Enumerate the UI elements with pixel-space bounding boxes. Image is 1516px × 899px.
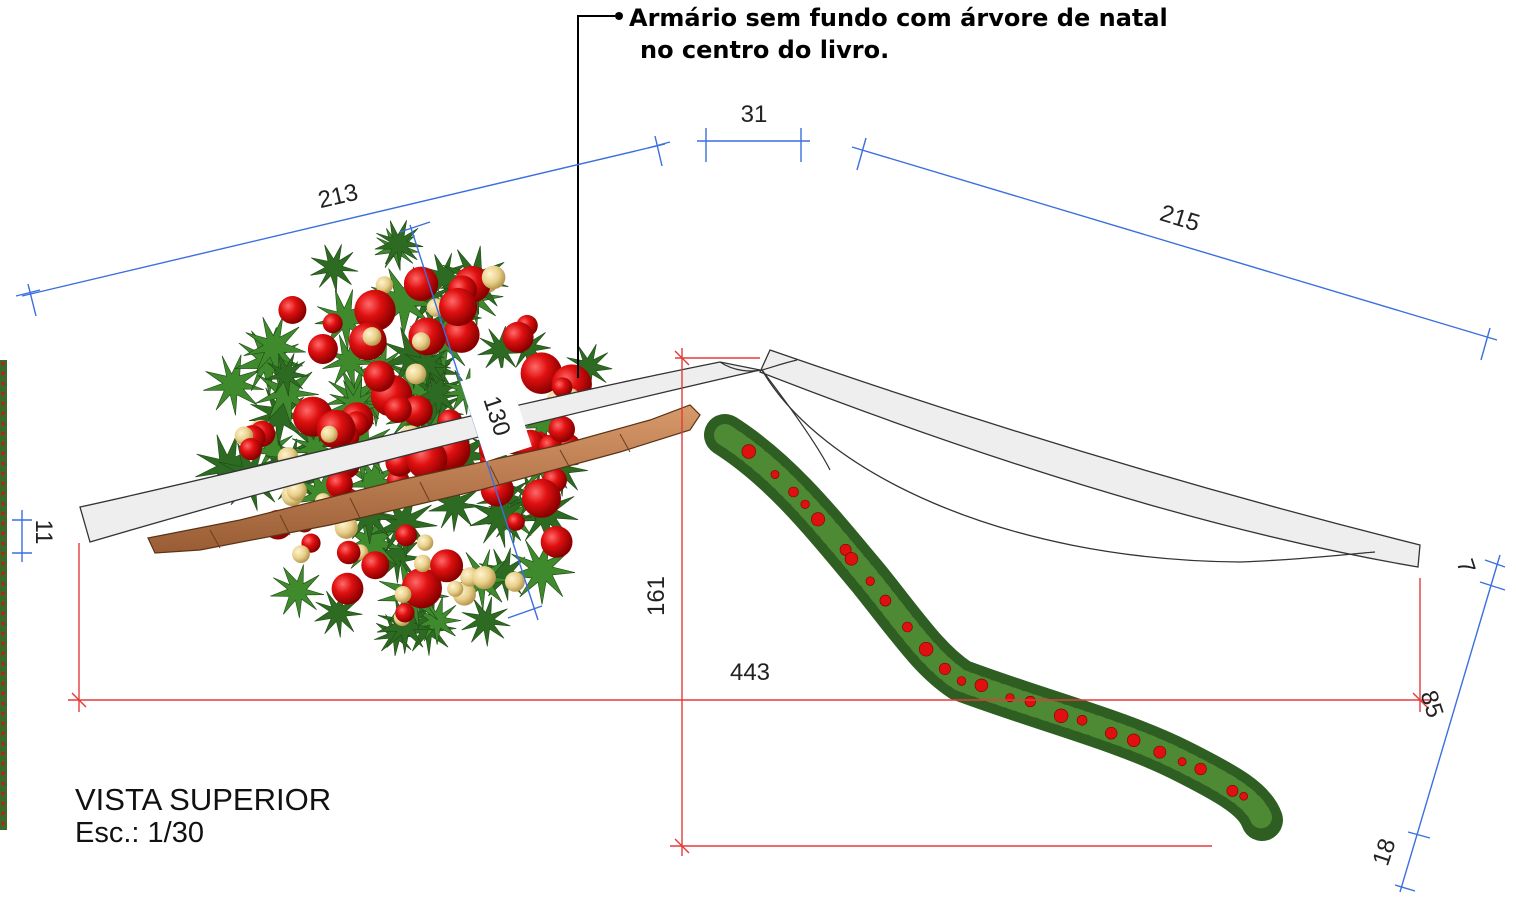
- garland-ornament: [1153, 745, 1167, 759]
- red-dimension-lines: [68, 348, 1432, 856]
- garland-ornament: [800, 499, 810, 509]
- view-title: VISTA SUPERIOR: [75, 782, 331, 817]
- dimension-left-length: 213: [316, 179, 361, 214]
- red-ornament: [502, 321, 534, 353]
- red-ornament: [403, 266, 439, 301]
- red-ornament: [443, 316, 480, 353]
- tree-needle-cluster: [203, 354, 265, 416]
- red-ornament: [430, 549, 464, 583]
- dimension-right-thickness: 7: [1451, 556, 1481, 577]
- annotation-line-2: no centro do livro.: [640, 36, 889, 64]
- dimension-depth: 161: [643, 576, 670, 616]
- garland-ornaments: [741, 444, 1248, 801]
- tree-needle-cluster: [428, 479, 482, 532]
- garland-ornament: [1194, 762, 1207, 776]
- gold-ornament: [416, 534, 434, 551]
- garland-ornament: [865, 576, 875, 586]
- red-ornament: [395, 603, 415, 623]
- red-ornament: [326, 471, 353, 498]
- garland-ornament: [974, 678, 989, 692]
- garland-ornament: [1239, 791, 1248, 801]
- garland-ornament: [844, 552, 859, 566]
- gold-ornament: [362, 327, 382, 346]
- tree-needle-cluster: [410, 366, 466, 422]
- garland-ornament: [1104, 726, 1118, 740]
- tree-needle-cluster: [374, 220, 424, 269]
- red-ornament: [361, 551, 390, 580]
- garland-ornament: [918, 641, 934, 657]
- garland-ornament: [956, 676, 967, 686]
- tree-needle-cluster: [565, 344, 613, 391]
- red-ornament: [239, 438, 262, 461]
- garland-ornament: [1024, 695, 1036, 708]
- garland-ornament: [938, 662, 951, 675]
- garland-ornament: [788, 486, 799, 498]
- dimension-gap: 31: [741, 101, 768, 128]
- blue-dimension-lines: [12, 128, 1506, 893]
- garland-ornament: [1053, 708, 1069, 723]
- gold-ornament: [375, 276, 394, 294]
- tree-needle-cluster: [469, 486, 533, 548]
- garland-ornament: [770, 470, 780, 479]
- gold-ornament: [504, 571, 525, 592]
- annotation-leader: [577, 12, 623, 378]
- tree-needle-cluster: [264, 352, 309, 397]
- garland-ornament: [1126, 733, 1141, 747]
- dimension-left-thickness: 11: [30, 520, 57, 545]
- annotation-line-1: Armário sem fundo com árvore de natal: [629, 4, 1168, 32]
- tree-needle-cluster: [310, 244, 359, 293]
- red-ornament: [307, 334, 338, 364]
- red-ornament: [395, 524, 417, 547]
- red-ornament: [384, 395, 412, 423]
- red-ornament: [540, 526, 573, 558]
- red-ornament: [354, 289, 396, 332]
- red-ornament: [336, 540, 361, 565]
- gold-ornament: [394, 586, 412, 603]
- tree-needle-cluster: [402, 340, 452, 389]
- tree-needle-cluster: [270, 564, 325, 619]
- garland-ornament: [879, 594, 892, 607]
- tree-needle-cluster: [314, 588, 363, 638]
- gold-ornament: [320, 425, 338, 443]
- center-hinge: [719, 359, 798, 372]
- red-ornament: [522, 478, 561, 518]
- gold-ornament: [447, 580, 464, 597]
- red-ornament: [401, 567, 442, 609]
- gold-ornament: [411, 332, 431, 351]
- dimension-garland-offset: 18: [1368, 835, 1402, 869]
- red-ornament: [331, 572, 364, 605]
- garland-ornament: [741, 444, 756, 459]
- right-shelf: [759, 349, 1421, 568]
- red-ornament: [548, 416, 575, 443]
- left-edge-garland: [0, 360, 7, 830]
- gold-ornament: [413, 554, 432, 573]
- gold-ornament: [405, 363, 427, 385]
- red-ornament: [439, 287, 478, 327]
- red-ornament: [506, 512, 525, 531]
- garland-ornament: [1226, 785, 1239, 797]
- gold-ornament: [481, 265, 506, 290]
- red-ornament: [363, 360, 395, 392]
- garland-ornament: [902, 621, 913, 633]
- garland-ornament: [1076, 714, 1088, 726]
- view-scale: Esc.: 1/30: [75, 817, 204, 849]
- left-cabinet-wood: [147, 404, 701, 554]
- red-ornament: [552, 377, 573, 398]
- red-ornament: [322, 313, 343, 334]
- tree-ornaments: [234, 265, 592, 626]
- garland-ornament: [810, 512, 825, 527]
- garland: [704, 414, 1283, 841]
- gold-ornament: [292, 545, 310, 563]
- dimension-total-width: 443: [730, 659, 770, 686]
- garland-ornament: [839, 543, 852, 556]
- dimension-right-length: 215: [1157, 200, 1203, 238]
- red-ornament: [278, 296, 307, 324]
- tree-needle-cluster: [461, 596, 511, 647]
- tree-needle-cluster: [413, 596, 462, 645]
- gold-ornament: [472, 566, 496, 590]
- tree-needle-cluster: [507, 537, 576, 605]
- garland-ornament: [1177, 757, 1187, 767]
